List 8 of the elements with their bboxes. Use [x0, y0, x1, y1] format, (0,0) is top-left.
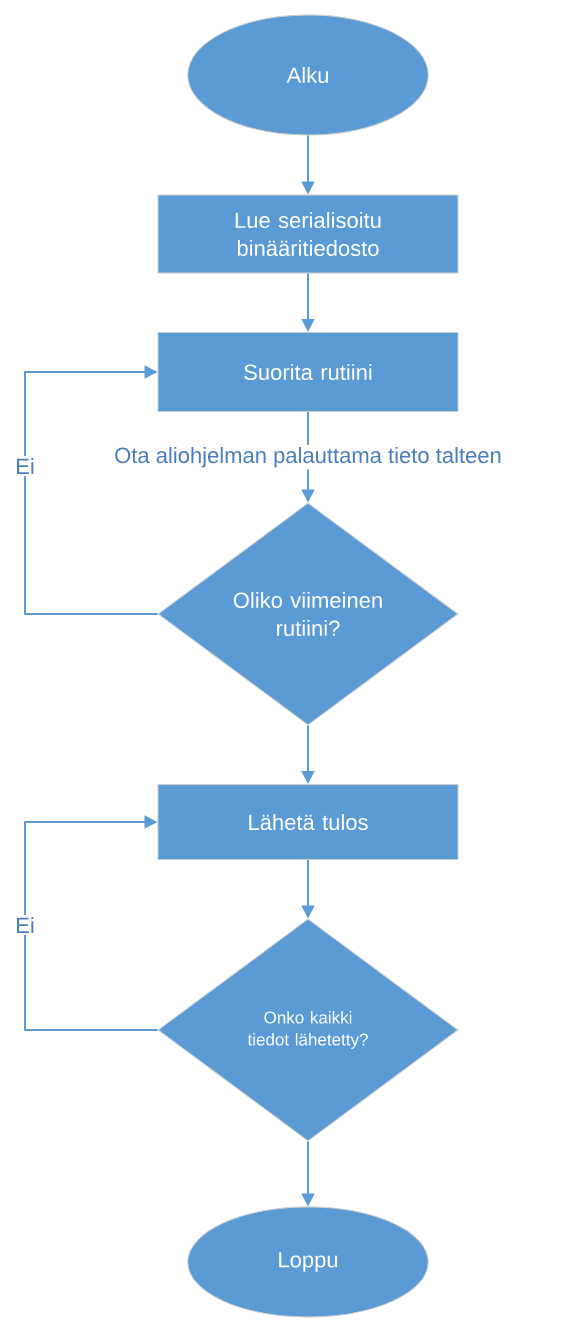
- edge-label: Ota aliohjelman palauttama tieto talteen: [112, 445, 504, 470]
- arrow: [24, 815, 159, 1031]
- edge-label: Ei: [13, 456, 37, 476]
- process-box: Lue serialisoitu binääritiedosto: [157, 194, 459, 274]
- edge-label: Ei: [13, 915, 37, 935]
- arrow: [24, 365, 159, 615]
- process-box: Lähetä tulos: [157, 784, 459, 860]
- process-box: Suorita rutiini: [157, 332, 459, 412]
